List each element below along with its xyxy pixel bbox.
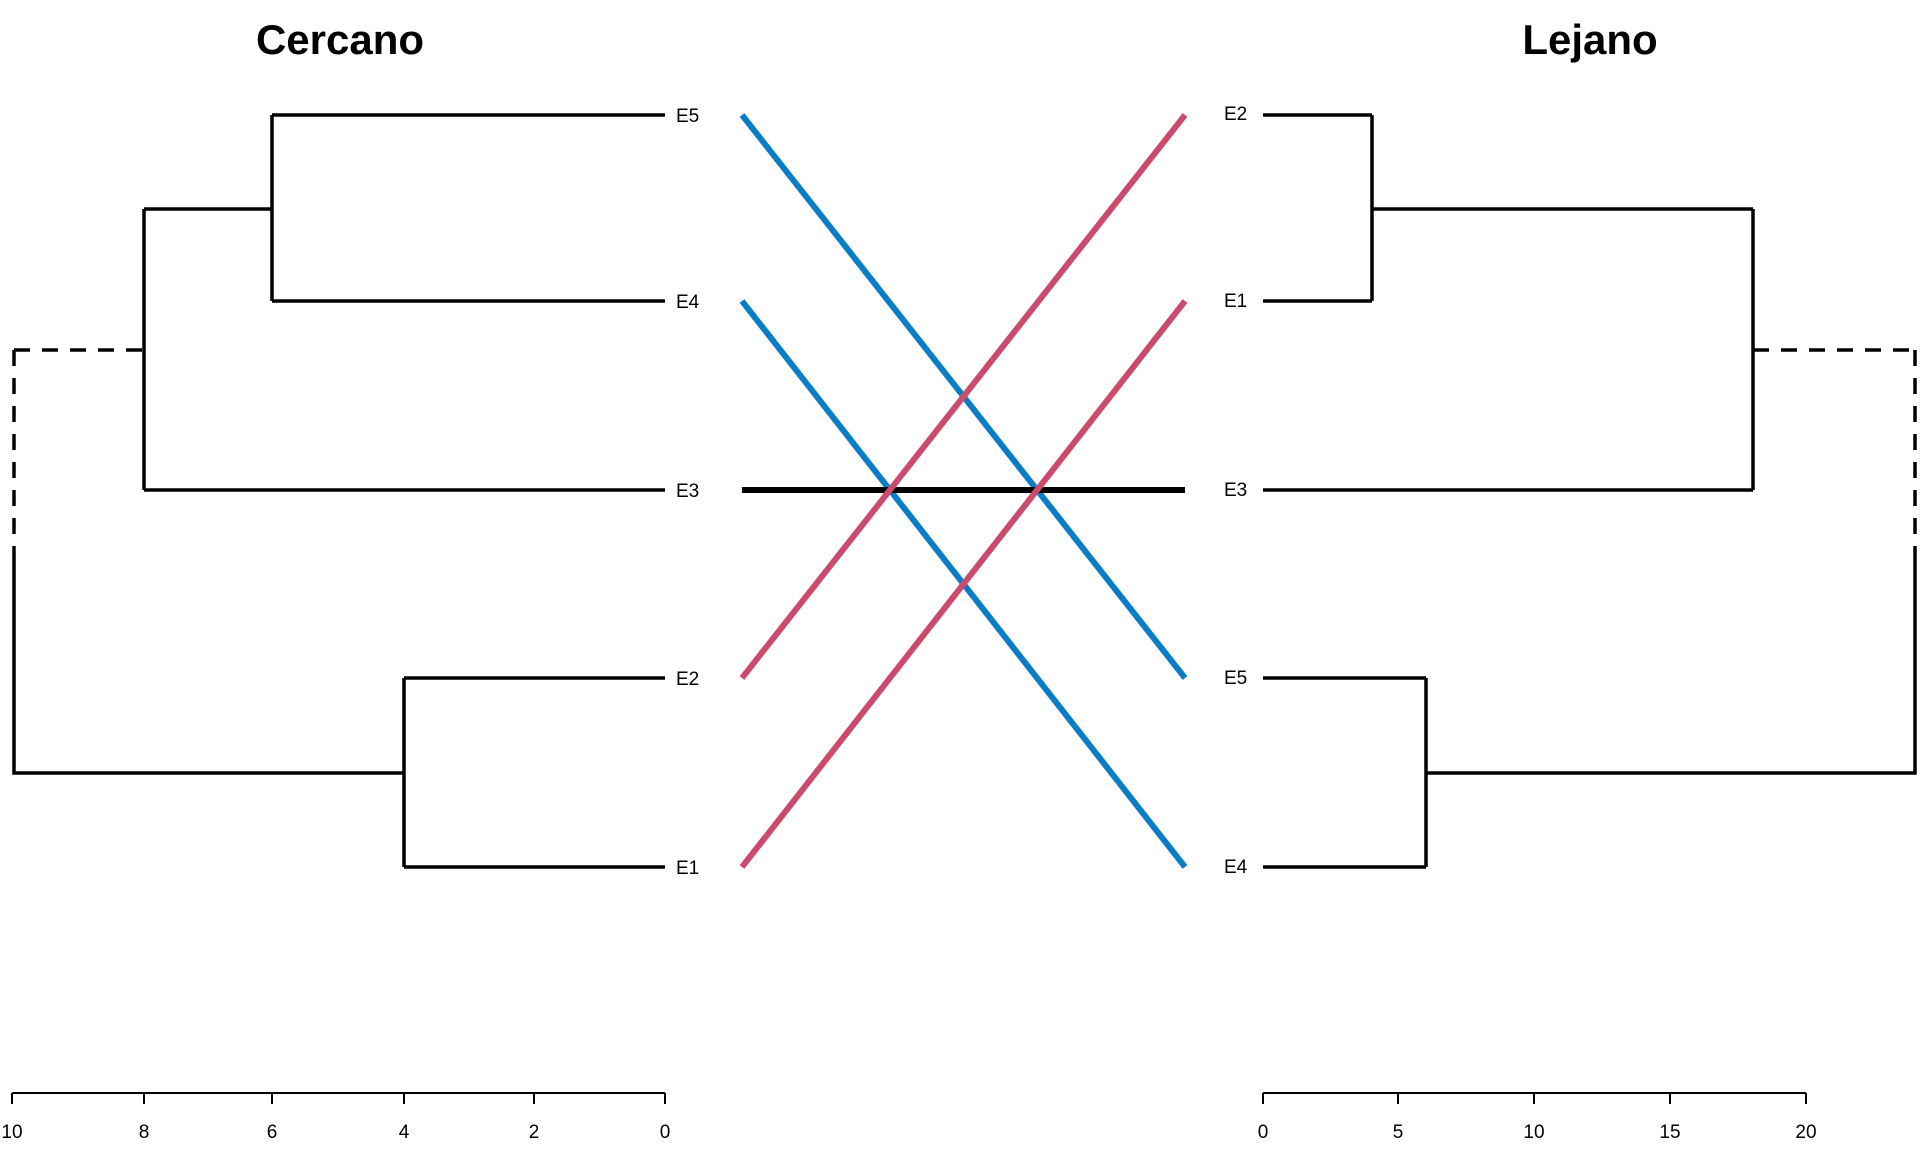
left-leaf-label: E1 [676, 858, 699, 879]
left-tick-label: 0 [660, 1122, 671, 1143]
left-axis: 10 8 6 4 2 0 [1, 1092, 671, 1143]
right-dendrogram [1263, 113, 1917, 869]
left-cluster-e5-e4 [270, 113, 665, 303]
left-axis-ticks [11, 1093, 666, 1104]
left-root-dashed [12, 348, 144, 560]
left-cluster-e2-e1 [402, 676, 665, 869]
left-tree-title: Cercano [256, 16, 424, 63]
connector-lines [739, 113, 1188, 869]
right-tick-label: 5 [1393, 1122, 1404, 1143]
left-leaf-label: E2 [676, 669, 699, 690]
right-tree-title: Lejano [1522, 16, 1657, 63]
right-axis-ticks [1262, 1093, 1807, 1104]
right-cluster-e5-e4 [1263, 676, 1428, 869]
right-axis: 0 5 10 15 20 [1258, 1092, 1817, 1143]
left-tick-label: 6 [267, 1122, 278, 1143]
right-root-dashed [1753, 348, 1917, 560]
right-leaf-label: E5 [1224, 668, 1247, 689]
right-tick-label: 0 [1258, 1122, 1269, 1143]
right-leaf-label: E3 [1224, 480, 1247, 501]
right-tick-label: 20 [1795, 1122, 1816, 1143]
left-tick-label: 10 [1, 1122, 22, 1143]
left-leaf-label: E4 [676, 292, 700, 313]
left-cluster-e5-e4-e3 [142, 207, 665, 492]
left-root [12, 560, 404, 775]
right-tick-label: 10 [1523, 1122, 1544, 1143]
right-cluster-e2-e1-e3 [1263, 207, 1755, 492]
left-leaf-label: E3 [676, 481, 699, 502]
right-leaf-label: E2 [1224, 104, 1247, 125]
right-cluster-e2-e1 [1263, 113, 1374, 303]
connector-e1 [739, 299, 1188, 869]
left-tick-label: 4 [399, 1122, 410, 1143]
left-tick-label: 2 [529, 1122, 540, 1143]
right-leaf-label: E4 [1224, 857, 1248, 878]
left-dendrogram [12, 113, 665, 869]
right-leaf-label: E1 [1224, 291, 1247, 312]
left-leaf-label: E5 [676, 106, 699, 127]
right-tick-label: 15 [1659, 1122, 1680, 1143]
right-root [1426, 560, 1917, 775]
connector-e2 [739, 113, 1188, 680]
left-tick-label: 8 [139, 1122, 150, 1143]
